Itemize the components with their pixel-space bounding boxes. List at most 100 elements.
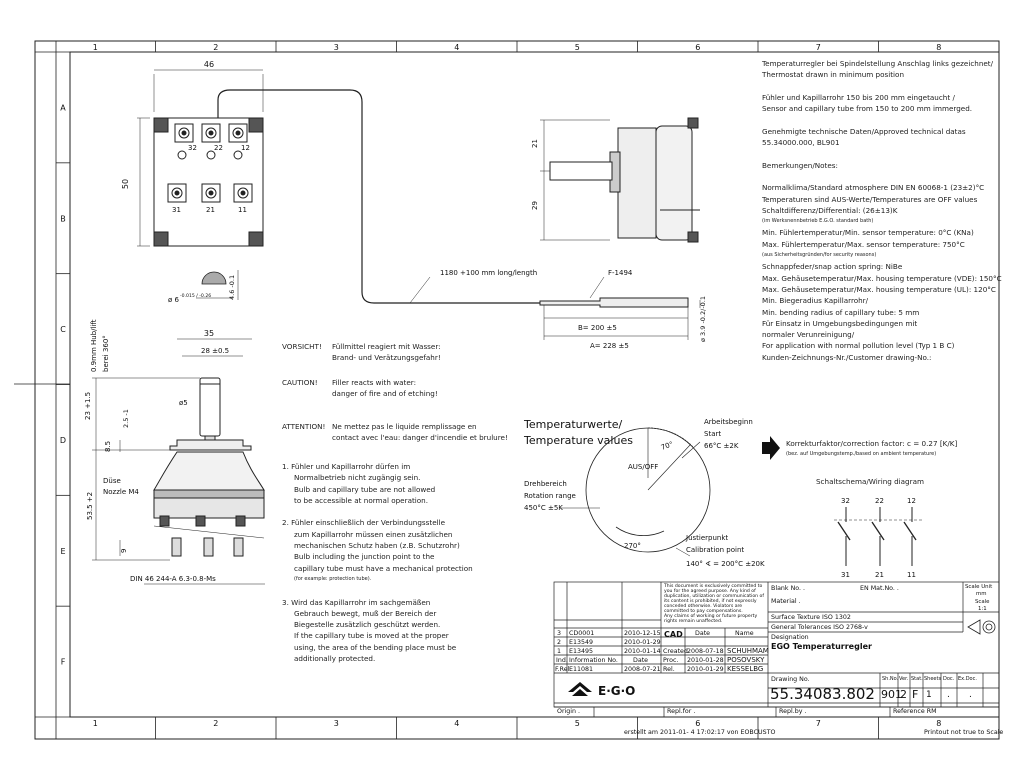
dim-9: 9 xyxy=(120,549,128,553)
stat-label: Stat. xyxy=(911,676,923,682)
dim-29-side: 29 xyxy=(531,201,539,210)
notes-line: Min. Fühlertemperatur/Min. sensor temper… xyxy=(762,228,974,238)
correction-arrow-icon xyxy=(762,436,780,460)
wiring-title: Schaltschema/Wiring diagram xyxy=(816,477,924,486)
column-label-bottom-6: 6 xyxy=(695,719,700,728)
svg-text:Drehbereich: Drehbereich xyxy=(524,480,567,488)
instructions-line: 3. Wird das Kapillarrohr im sachgemäßen xyxy=(282,597,431,607)
ver-label: Ver. xyxy=(899,676,909,682)
legal-notice: This document is exclusively committed t… xyxy=(664,584,764,624)
wiring-labels: 32 22 12 31 21 11 xyxy=(841,497,916,579)
notes-line: Max. Gehäusetemperatur/Max. housing temp… xyxy=(762,284,996,294)
dim-53-5: 53.5 +2 xyxy=(86,492,94,520)
column-label-bottom-1: 1 xyxy=(93,719,98,728)
notes-line: Min. Biegeradius Kapillarrohr/ xyxy=(762,296,869,306)
notes-line: Max. Fühlertemperatur/Max. sensor temper… xyxy=(762,239,965,249)
notes-line: Schaltdifferenz/Differential: (26±13)K xyxy=(762,205,898,215)
svg-text:12: 12 xyxy=(907,497,916,505)
designation-label: Designation xyxy=(771,634,809,641)
notes-line: Für Einsatz in Umgebungsbedingungen mit xyxy=(762,318,918,328)
dim-46: 46 xyxy=(204,60,214,69)
capillary-length: 1180 +100 mm long/length xyxy=(440,269,537,277)
shaft-section xyxy=(196,270,239,300)
svg-text:Start: Start xyxy=(704,430,721,438)
legal-line: committed to pay compensations. xyxy=(664,609,743,614)
svg-text:11: 11 xyxy=(907,571,916,579)
legal-line: conceded otherwise. Violators are xyxy=(664,604,743,609)
instructions-line: Biegestelle zusätzlich geschützt werden. xyxy=(294,620,441,630)
name-header: Name xyxy=(735,630,754,637)
svg-text:32: 32 xyxy=(188,144,197,152)
en-mat-no: EN Mat.No. . xyxy=(860,585,899,592)
tolerance-symbol-icon xyxy=(967,619,996,635)
reference: Reference RM xyxy=(893,708,937,715)
svg-text:66°C ±2K: 66°C ±2K xyxy=(704,442,739,450)
date-header: Date xyxy=(695,630,711,637)
column-label-top-8: 8 xyxy=(936,43,941,52)
column-label-bottom-2: 2 xyxy=(213,719,218,728)
dim-d5: ø5 xyxy=(179,399,188,407)
svg-text:21: 21 xyxy=(875,571,884,579)
general-tolerances: General Tolerances ISO 2768-v xyxy=(771,624,868,631)
doc-label: Doc. xyxy=(943,676,955,682)
rev-info-header: Information No. xyxy=(569,657,618,664)
dial-angle-70: 70° xyxy=(660,440,674,452)
instructions-line: Gebrauch bewegt, muß der Bereich der xyxy=(294,608,437,618)
dial-calibration: Justierpunkt Calibration point 140° ∢ = … xyxy=(685,534,765,568)
dial-title-en: Temperature values xyxy=(523,434,633,447)
exdoc-label: Ex.Doc. xyxy=(958,676,977,682)
ver: 2 xyxy=(900,688,907,701)
notes-line: Bemerkungen/Notes: xyxy=(762,160,838,170)
drawing-number: 55.34083.802 xyxy=(770,685,875,703)
scale-label: Scale xyxy=(975,599,990,605)
instructions-line xyxy=(282,585,473,596)
column-label-bottom-5: 5 xyxy=(575,719,580,728)
column-label-top-6: 6 xyxy=(695,43,700,52)
notes-line: 55.34000.000, BL901 xyxy=(762,138,840,148)
instructions-line: (for example: protection tube). xyxy=(294,575,372,582)
dim-8-5: 8.5 xyxy=(104,441,112,452)
created-name: SCHUHMAM xyxy=(727,647,769,655)
bulb-code: F-1494 xyxy=(608,269,633,277)
dim-2-5: 2.5 -1 xyxy=(122,409,130,428)
dim-d6-tol: -0.015 / -0.26 xyxy=(180,293,211,299)
surface-texture: Surface Texture ISO 1302 xyxy=(771,614,851,621)
row-label-D: D xyxy=(60,436,66,445)
dial-rotation: Drehbereich Rotation range 450°C ±5K xyxy=(524,480,576,512)
blank-no: Blank No. . xyxy=(771,585,806,592)
fref-info: E11081 xyxy=(569,666,594,673)
fref-label: F.Rel. xyxy=(555,666,572,673)
tab-spec: DIN 46 244-A 6.3-0.8-Ms xyxy=(130,575,216,583)
instructions-line: mechanischen Schutz haben (z.B. Schutzro… xyxy=(294,541,460,551)
column-label-top-1: 1 xyxy=(93,43,98,52)
correction-factor: Korrekturfaktor/correction factor: c = 0… xyxy=(786,439,958,448)
dim-a228: A= 228 ±5 xyxy=(590,342,629,350)
temperature-dial xyxy=(560,427,711,557)
sheets-label: Sheets xyxy=(924,676,942,682)
sh-no-label: Sh.No. xyxy=(882,676,899,682)
svg-text:Calibration point: Calibration point xyxy=(686,546,744,554)
svg-text:21: 21 xyxy=(206,206,215,214)
created-date: 2008-07-18 xyxy=(687,648,724,655)
revision-no: 3 xyxy=(557,630,562,637)
column-label-top-7: 7 xyxy=(816,43,821,52)
instructions-line: additionally protected. xyxy=(294,654,376,664)
notes-line: Max. Gehäusetemperatur/Max. housing temp… xyxy=(762,273,1002,283)
notes-line: Genehmigte technische Daten/Approved tec… xyxy=(762,126,966,136)
notes-line xyxy=(762,81,1002,92)
ego-logo-icon xyxy=(568,682,592,696)
dim-d6: ø 6 xyxy=(168,296,180,304)
svg-text:12: 12 xyxy=(241,144,250,152)
repl-by: Repl.by . xyxy=(779,708,807,715)
warning-fr: ATTENTION!Ne mettez pas le liquide rempl… xyxy=(282,422,508,443)
scale-unit: mm xyxy=(976,591,987,597)
revision-info: CD0001 xyxy=(569,630,595,637)
instructions-line: Bulb including the junction point to the xyxy=(294,552,435,562)
side-view xyxy=(540,117,700,243)
instructions-line: capillary tube must have a mechanical pr… xyxy=(294,563,473,573)
column-label-top-5: 5 xyxy=(575,43,580,52)
notes-line xyxy=(762,171,1002,182)
column-label-bottom-3: 3 xyxy=(334,719,339,728)
column-label-bottom-8: 8 xyxy=(936,719,941,728)
